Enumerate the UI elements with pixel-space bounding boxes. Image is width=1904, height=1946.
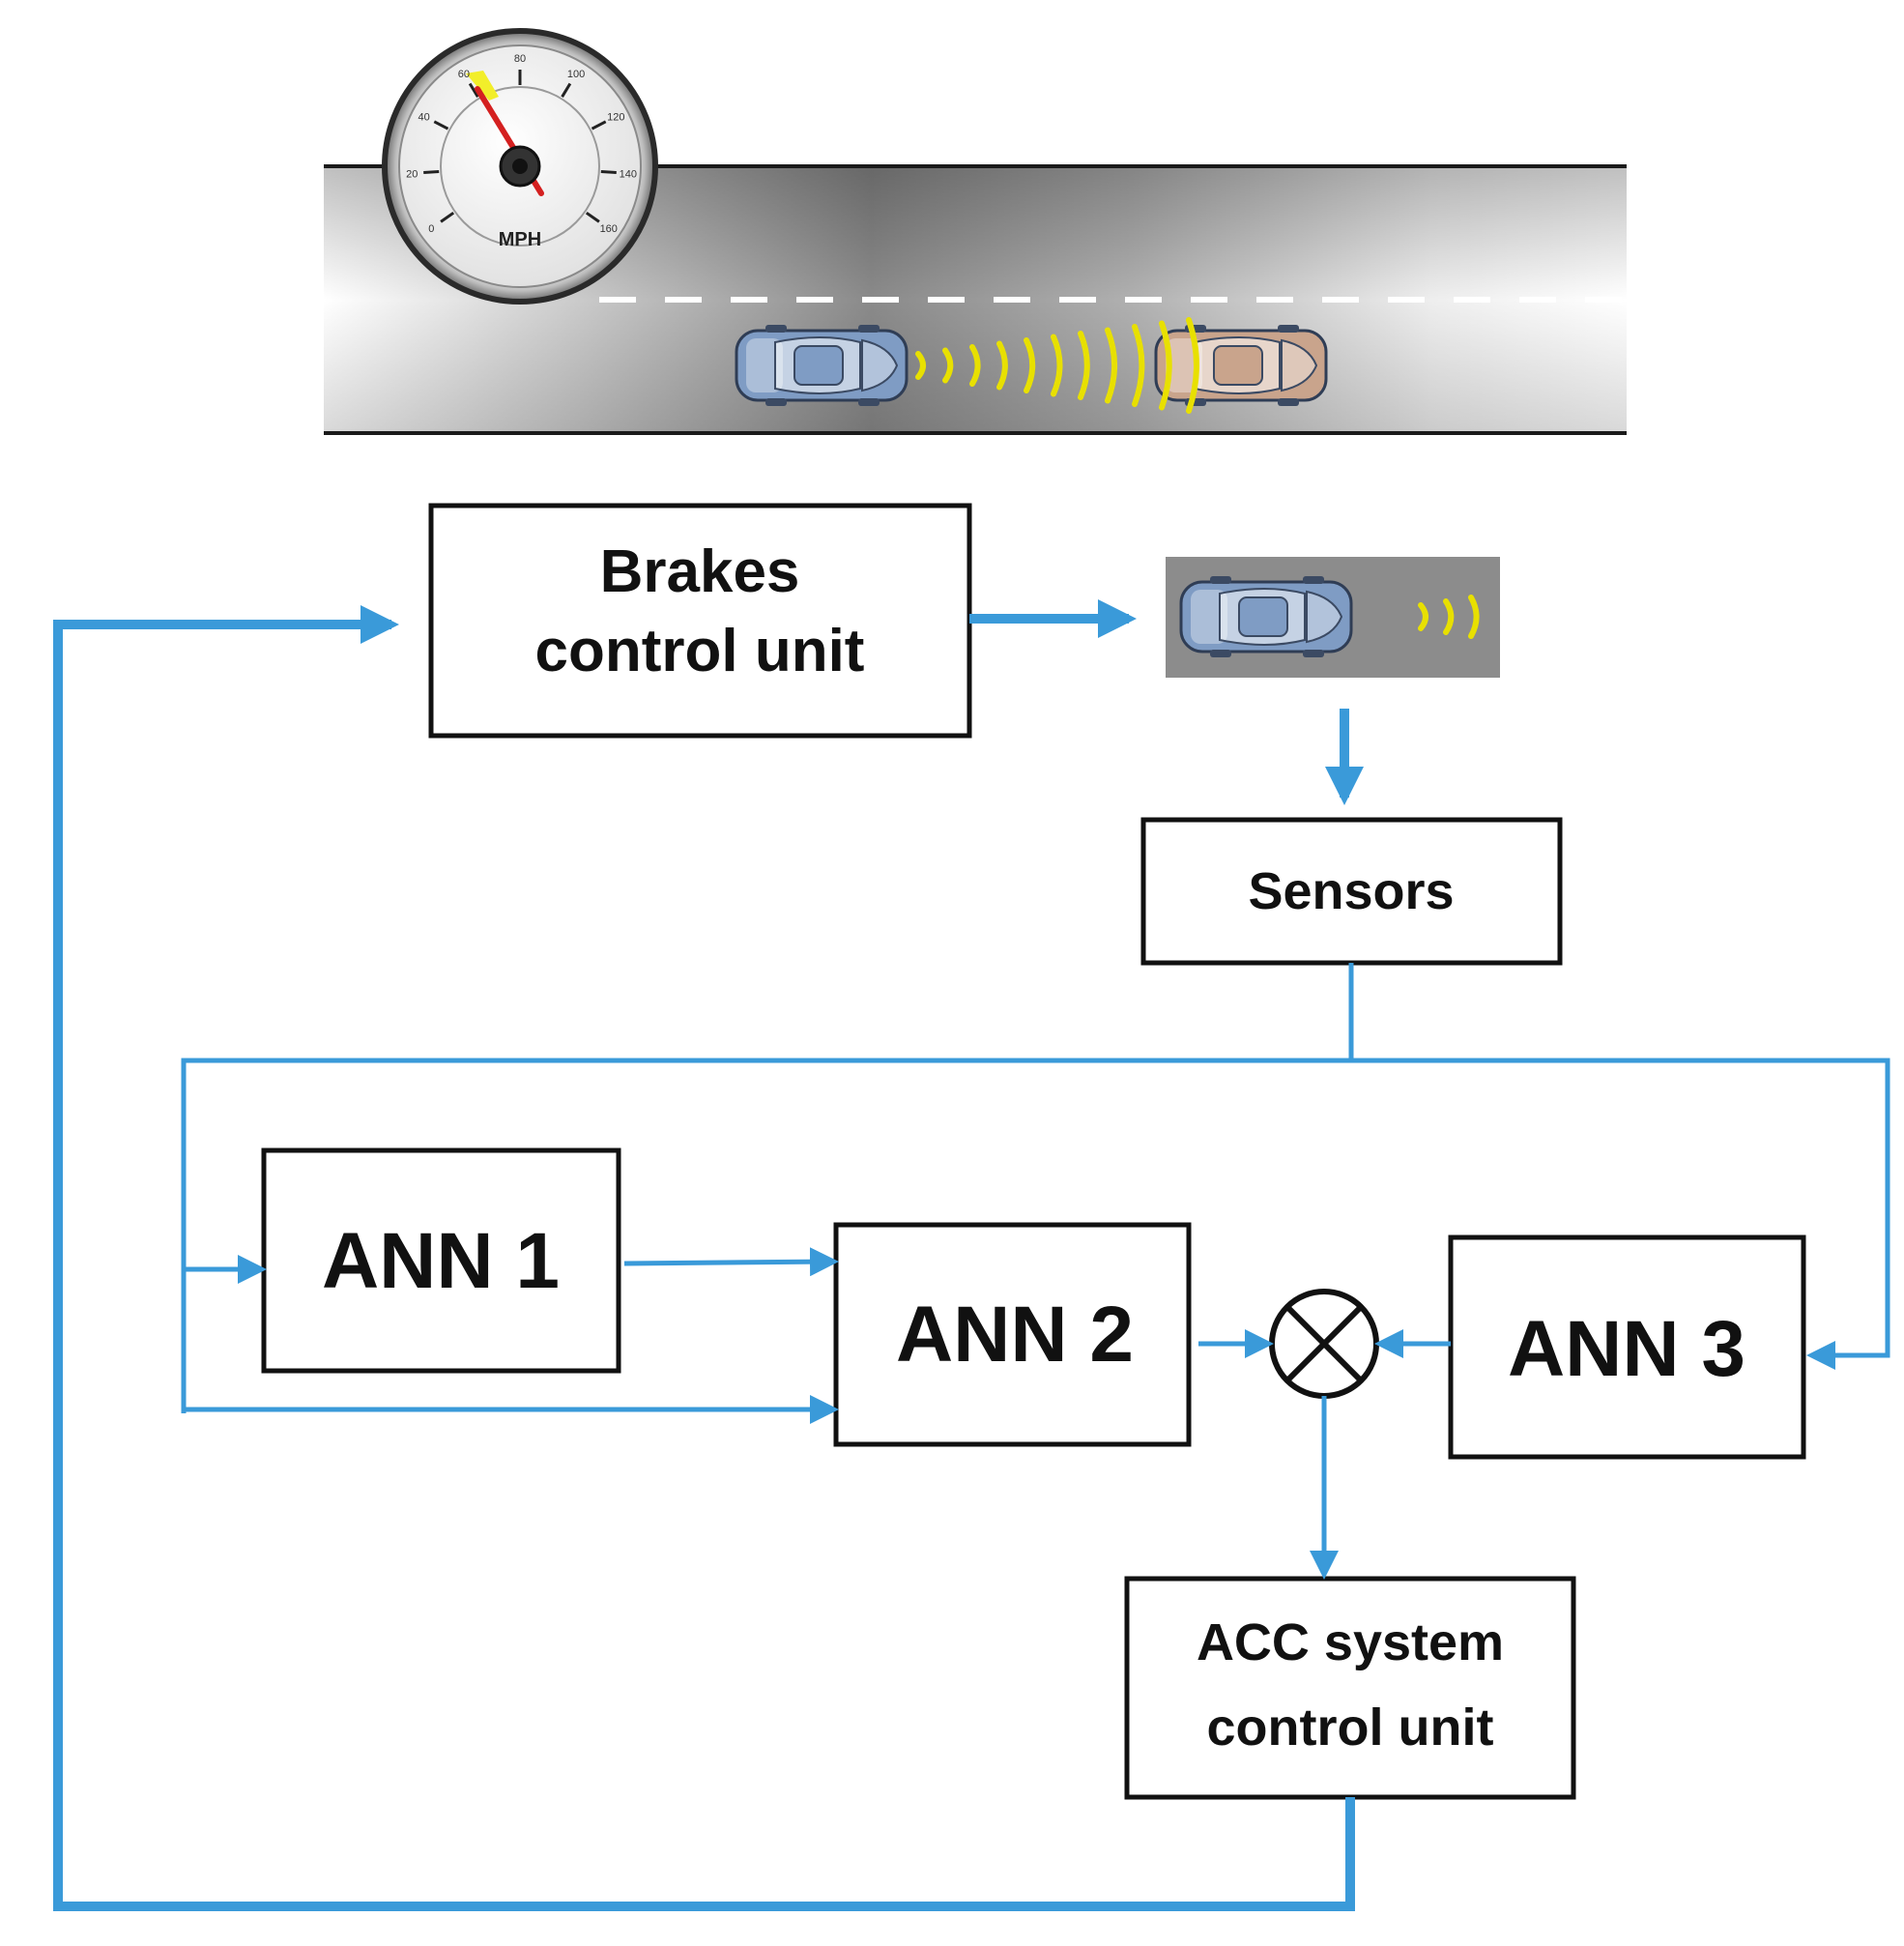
speedometer-tick-label: 80 [514, 53, 526, 65]
ann2-block: ANN 2 [833, 1222, 1192, 1447]
ann1-block: ANN 1 [261, 1147, 621, 1374]
multiplier-circle-icon [1269, 1289, 1379, 1399]
radar-arc [1051, 334, 1063, 397]
speedometer-tick [600, 169, 617, 175]
speedometer-tick-label: 20 [406, 168, 418, 180]
ann3-label: ANN 3 [1508, 1305, 1745, 1393]
speedometer-tick [423, 169, 440, 175]
acc-label-line2: control unit [1207, 1699, 1494, 1757]
speedometer-tick-label: 100 [567, 69, 585, 80]
radar-arc [1186, 317, 1199, 414]
speedometer-tick-label: 60 [458, 69, 470, 80]
brakes-label-line2: control unit [535, 618, 865, 684]
radar-arc [1024, 337, 1036, 393]
radar-arc [1105, 327, 1118, 404]
radar-wave-icon [915, 317, 1199, 414]
acc-control-unit-block: ACC system control unit [1124, 1576, 1576, 1800]
brakes-label-line1: Brakes [600, 538, 800, 605]
speedometer-ticks [423, 70, 617, 223]
radar-arc [996, 340, 1008, 391]
sensors-label: Sensors [1248, 862, 1454, 920]
speedometer-tick-labels: 0 20 40 60 80 100 120 140 160 [406, 53, 637, 235]
brakes-control-unit-block: Brakes control unit [428, 503, 972, 739]
car-icon [1154, 323, 1328, 408]
ann1-to-ann2-arrow [623, 1247, 839, 1277]
connectors [53, 599, 1890, 1911]
speedometer-tick [440, 211, 455, 223]
ann3-block: ANN 3 [1448, 1234, 1806, 1460]
sensors-block: Sensors [1140, 817, 1563, 966]
speedometer-tick [591, 120, 607, 131]
acc-label-line1: ACC system [1197, 1613, 1504, 1671]
radar-arc [1443, 598, 1455, 635]
road-scene: 0 20 40 60 80 100 120 140 160 MPH [324, 28, 1627, 435]
radar-arc [969, 344, 981, 387]
radar-arc [1132, 324, 1145, 407]
radar-arc [942, 347, 954, 384]
speedometer-tick [585, 211, 600, 223]
speedometer-tick [468, 82, 479, 98]
radar-arc [1078, 331, 1090, 400]
speedometer-tick [433, 120, 449, 131]
radar-arc [1468, 595, 1480, 639]
ann1-label: ANN 1 [322, 1217, 560, 1305]
speedometer-unit: MPH [499, 229, 541, 250]
vehicle-thumbnail [1166, 557, 1500, 678]
radar-arc [1159, 320, 1172, 411]
speedometer-tick-label: 140 [620, 168, 637, 180]
speedometer-tick-label: 160 [600, 223, 618, 235]
speedometer-tick-label: 40 [418, 111, 430, 123]
radar-arc [1418, 602, 1428, 631]
radar-arc [915, 351, 926, 380]
feedback-line [53, 605, 1355, 1911]
sensor-bus-line [181, 1058, 1890, 1413]
ann2-label: ANN 2 [896, 1291, 1134, 1379]
speedometer-icon: 0 20 40 60 80 100 120 140 160 MPH [382, 28, 658, 305]
speedometer-tick-label: 0 [428, 223, 434, 235]
speedometer-tick-label: 120 [607, 111, 624, 123]
car-icon [735, 323, 909, 408]
radar-wave-icon [1418, 595, 1480, 639]
speedometer-tick [561, 82, 572, 98]
car-icon [1179, 574, 1353, 659]
